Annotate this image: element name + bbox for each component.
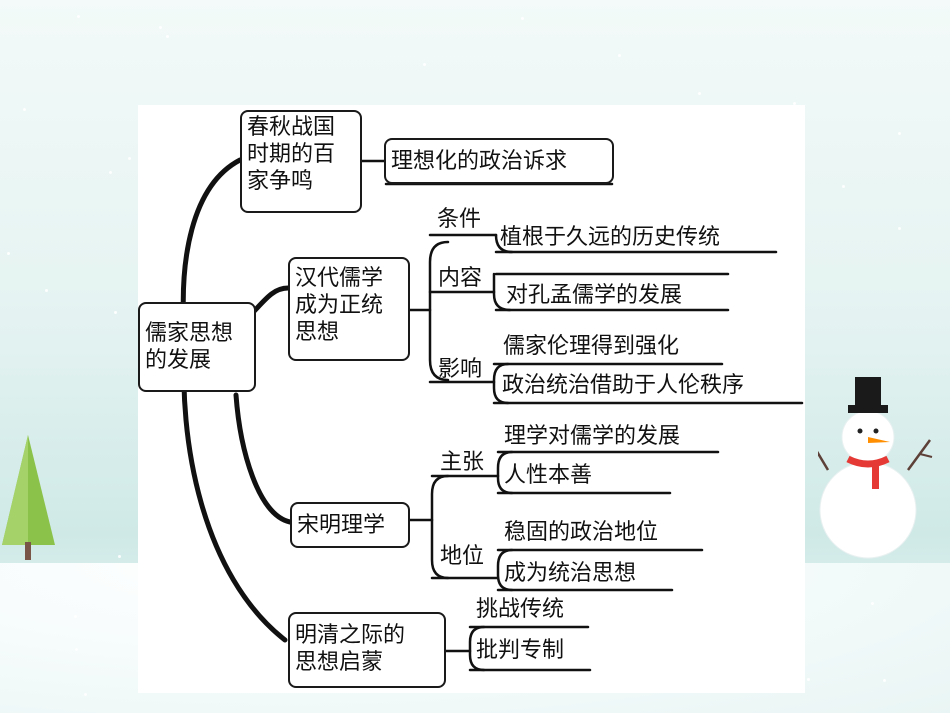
branch-2-line-2: 成为正统 (295, 293, 384, 318)
snowflake (127, 156, 131, 160)
snowflake (871, 602, 875, 606)
snowflake (698, 92, 702, 96)
branch-3-line-1: 宋明理学 (297, 513, 386, 538)
branch-4-item-1: 挑战传统 (476, 597, 565, 622)
root-line-2: 的发展 (145, 348, 212, 373)
connector-b2-bracket-2 (492, 272, 512, 312)
branch-2-item-1: 植根于久远的历史传统 (500, 225, 721, 250)
branch-3-item-4: 成为统治思想 (504, 561, 637, 586)
snowflake (897, 227, 901, 231)
snowflake (76, 14, 80, 18)
branch-3-group-label-2: 地位 (440, 544, 485, 569)
branch-2-group-label-3: 影响 (438, 357, 483, 382)
connector-b4-bracket (468, 625, 486, 672)
snowflake (74, 648, 78, 652)
connector-b3-bracket-2 (496, 548, 514, 592)
snowflake (521, 16, 525, 20)
branch-node-3: 宋明理学 (290, 502, 410, 548)
snowflake (617, 53, 621, 57)
connector-b2-bracket (428, 240, 450, 382)
snowman-icon (818, 377, 933, 559)
snowflake (113, 310, 117, 314)
connector-b2-bracket-3 (492, 362, 510, 405)
branch-2-group-label-2: 内容 (438, 266, 483, 291)
snowflake (842, 185, 846, 189)
branch-1-line-3: 家争鸣 (247, 169, 314, 194)
snowflake (22, 108, 26, 112)
branch-3-item-1: 理学对儒学的发展 (504, 424, 681, 449)
snowflake (73, 615, 77, 619)
branch-2-group-label-1: 条件 (437, 207, 482, 232)
root-node: 儒家思想 的发展 (138, 302, 256, 392)
branch-node-1: 春秋战国 时期的百 家争鸣 (240, 110, 362, 213)
branch-2-item-3: 儒家伦理得到强化 (503, 334, 680, 359)
snowflake (806, 677, 810, 681)
snowflake (84, 693, 88, 697)
snowflake (6, 251, 10, 255)
branch-1-leaf-text: 理想化的政治诉求 (391, 149, 568, 174)
snowflake (423, 63, 427, 67)
root-line-1: 儒家思想 (145, 321, 234, 346)
branch-2-item-2: 对孔孟儒学的发展 (506, 283, 683, 308)
connector-b3-bracket-1 (496, 450, 514, 495)
branch-2-item-4: 政治统治借助于人伦秩序 (502, 373, 745, 398)
branch-2-line-3: 思想 (295, 320, 340, 345)
snowflake (44, 288, 48, 292)
branch-1-line-1: 春秋战国 (247, 115, 336, 140)
branch-3-item-2: 人性本善 (504, 463, 593, 488)
snowflake (882, 678, 886, 682)
snowflake (898, 132, 902, 136)
snowflake (158, 26, 162, 30)
branch-1-line-2: 时期的百 (247, 142, 336, 167)
branch-node-2: 汉代儒学 成为正统 思想 (288, 257, 410, 361)
connector-branch-3 (233, 392, 293, 525)
branch-2-line-1: 汉代儒学 (295, 266, 384, 291)
snowflake (108, 170, 112, 174)
connector-b3-bracket (430, 474, 450, 580)
branch-3-item-3: 稳固的政治地位 (504, 520, 659, 545)
branch-1-leaf-node: 理想化的政治诉求 (384, 138, 614, 184)
snowflake (117, 555, 121, 559)
snowflake (792, 101, 796, 105)
branch-3-group-label-1: 主张 (440, 450, 485, 475)
snowflake (165, 35, 169, 39)
branch-4-item-2: 批判专制 (476, 638, 565, 663)
branch-4-line-1: 明清之际的 (295, 623, 406, 648)
branch-node-4: 明清之际的 思想启蒙 (288, 612, 446, 688)
tree-icon (2, 435, 55, 560)
branch-4-line-2: 思想启蒙 (295, 650, 384, 675)
